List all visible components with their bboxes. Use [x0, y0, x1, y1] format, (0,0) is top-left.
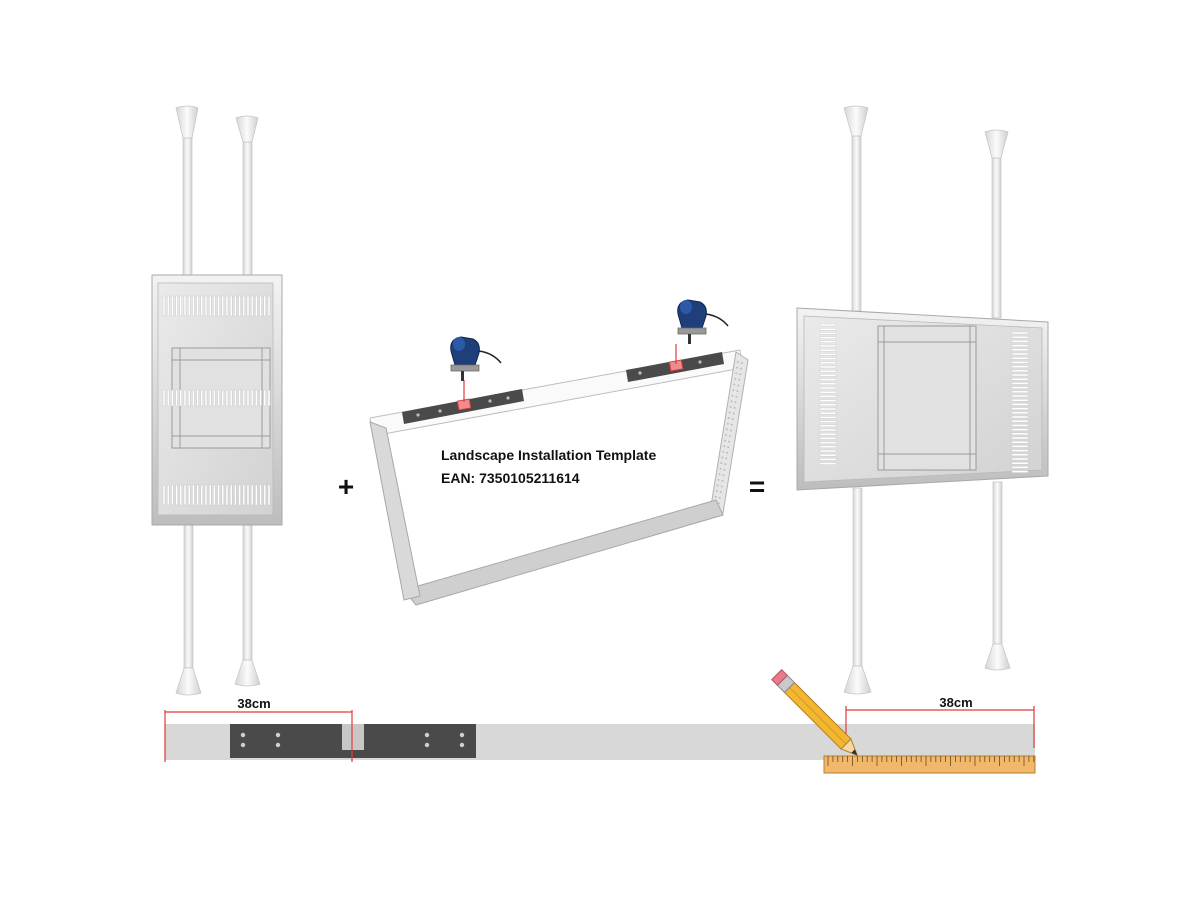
- measurement-strip: 38cm 38cm: [164, 669, 1036, 774]
- dimension-left: [164, 710, 353, 762]
- landscape-mount-illustration: [796, 105, 1049, 695]
- pole-bottom-left: [175, 519, 202, 696]
- portrait-mount-illustration: [151, 105, 283, 696]
- template-title: Landscape Installation Template: [441, 447, 656, 463]
- dimension-right-label: 38cm: [939, 695, 972, 710]
- vesa-bracket: [877, 325, 977, 471]
- pole-bottom-right: [234, 519, 261, 687]
- installation-template: Landscape Installation Template EAN: 735…: [369, 299, 749, 606]
- plus-sign: +: [338, 471, 354, 502]
- jigsaw-icon: [450, 336, 502, 381]
- pole-top-right: [235, 115, 259, 279]
- equals-sign: =: [749, 471, 765, 502]
- pole-top-left: [843, 105, 869, 312]
- ruler-icon: [823, 755, 1036, 774]
- cut-marker-left: [456, 398, 472, 411]
- portrait-frame: [151, 274, 283, 526]
- pole-top-right: [984, 129, 1009, 319]
- pole-top-left: [175, 105, 199, 279]
- dimension-left-label: 38cm: [237, 696, 270, 711]
- jigsaw-icon: [677, 299, 729, 344]
- cut-marker-right: [668, 359, 684, 372]
- pencil-icon: [771, 669, 859, 757]
- template-ean: EAN: 7350105211614: [441, 470, 580, 486]
- landscape-frame: [796, 307, 1049, 491]
- pole-bottom-left: [843, 487, 872, 695]
- pole-bottom-right: [984, 481, 1011, 671]
